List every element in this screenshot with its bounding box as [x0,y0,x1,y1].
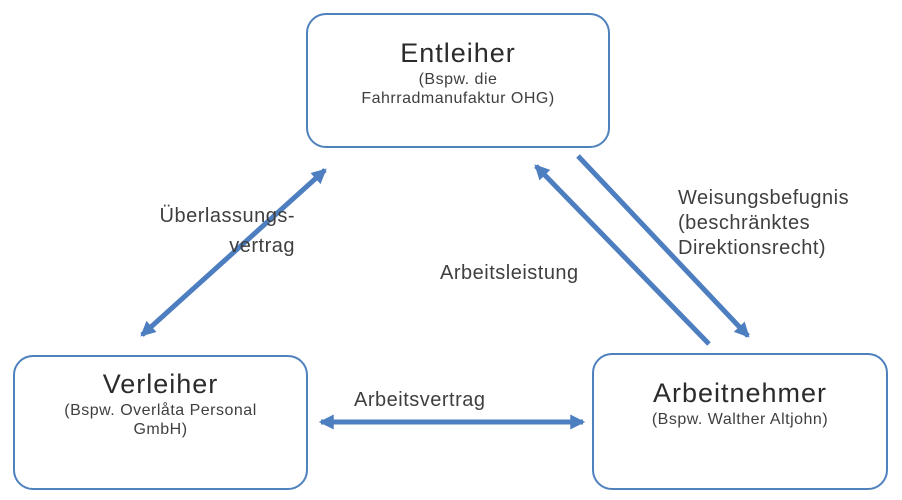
node-verleiher: Verleiher (Bspw. Overlåta Personal GmbH) [13,355,308,490]
node-entleiher-subtitle-line1: (Bspw. die [418,71,498,88]
edge-label-ueberlassungsvertrag-line1: Überlassungs- [159,205,295,227]
arrow-ueberlassungsvertrag [140,168,327,337]
node-verleiher-subtitle-line1: (Bspw. Overlåta Personal [64,402,257,419]
edge-label-ueberlassungsvertrag: Überlassungs- vertrag [160,201,295,261]
arrow-arbeitsleistung [534,164,711,346]
edge-label-weisungsbefugnis: Weisungsbefugnis (beschränktes Direktion… [678,186,849,261]
node-entleiher-title: Entleiher [400,38,516,68]
node-verleiher-subtitle-line2: GmbH) [133,421,188,438]
arrow-weisungsbefugnis [576,154,750,338]
node-arbeitnehmer-subtitle-line1: (Bspw. Walther Altjohn) [651,411,829,428]
edge-label-ueberlassungsvertrag-line2: vertrag [229,235,295,257]
edge-label-weisungsbefugnis-line2: (beschränktes [678,212,811,234]
edge-label-arbeitsvertrag: Arbeitsvertrag [354,389,486,411]
node-arbeitnehmer-subtitle: (Bspw. Walther Altjohn) [594,410,886,429]
node-entleiher-subtitle-line2: Fahrradmanufaktur OHG) [361,90,555,107]
edge-label-weisungsbefugnis-line3: Direktionsrecht) [678,237,827,259]
node-arbeitnehmer: Arbeitnehmer (Bspw. Walther Altjohn) [592,353,888,490]
node-entleiher: Entleiher (Bspw. die Fahrradmanufaktur O… [306,13,610,148]
edge-label-weisungsbefugnis-line1: Weisungsbefugnis [678,187,850,209]
node-arbeitnehmer-title: Arbeitnehmer [652,378,828,408]
node-entleiher-subtitle: (Bspw. die Fahrradmanufaktur OHG) [308,70,608,108]
node-verleiher-subtitle: (Bspw. Overlåta Personal GmbH) [15,401,306,439]
edge-label-arbeitsleistung: Arbeitsleistung [440,262,579,284]
node-verleiher-title: Verleiher [102,369,219,399]
